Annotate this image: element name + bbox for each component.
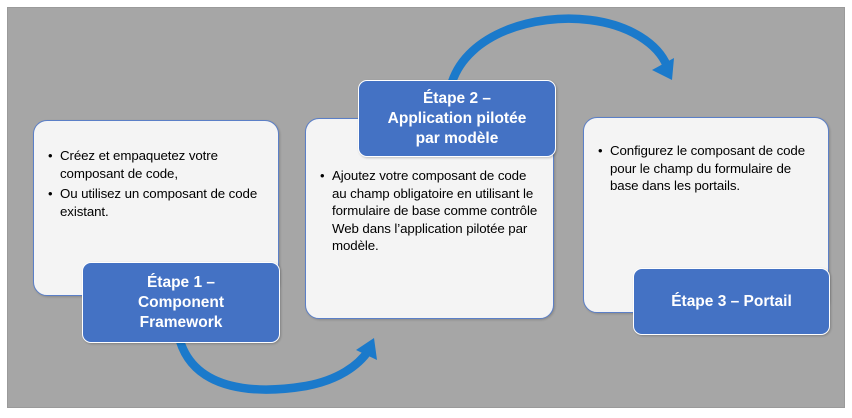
step-1-bullet-list: Créez et empaquetez votre composant de c… [48,147,264,220]
step-2-body: Ajoutez votre composant de code au champ… [306,119,553,268]
step-1-badge-line-3: Framework [139,313,223,331]
step-3-body: Configurez le composant de code pour le … [584,118,828,208]
step-2-badge[interactable]: Étape 2 – Application pilotée par modèle [358,80,556,157]
step-1-badge-line-2: Component [137,293,225,311]
step-2-bullet-list: Ajoutez votre composant de code au champ… [320,167,539,255]
step-1-badge-label: Étape 1 – Component Framework [132,273,230,333]
step-3-badge[interactable]: Étape 3 – Portail [633,268,830,335]
step-2-badge-line-3: par modèle [415,129,499,147]
step-1-badge[interactable]: Étape 1 – Component Framework [82,262,280,343]
step-3-bullet-list: Configurez le composant de code pour le … [598,142,814,195]
step-2-badge-line-1: Étape 2 – [422,89,492,107]
list-item: Créez et empaquetez votre composant de c… [48,147,264,182]
list-item: Configurez le composant de code pour le … [598,142,814,195]
step-2-badge-label: Étape 2 – Application pilotée par modèle [382,89,533,149]
step-3-badge-line-1: Étape 3 – Portail [671,292,792,310]
list-item: Ajoutez votre composant de code au champ… [320,167,539,255]
list-item: Ou utilisez un composant de code existan… [48,185,264,220]
step-1-badge-line-1: Étape 1 – [146,273,216,291]
step-2-badge-line-2: Application pilotée [387,109,527,127]
step-1-body: Créez et empaquetez votre composant de c… [34,121,278,233]
step-3-badge-label: Étape 3 – Portail [665,292,798,312]
